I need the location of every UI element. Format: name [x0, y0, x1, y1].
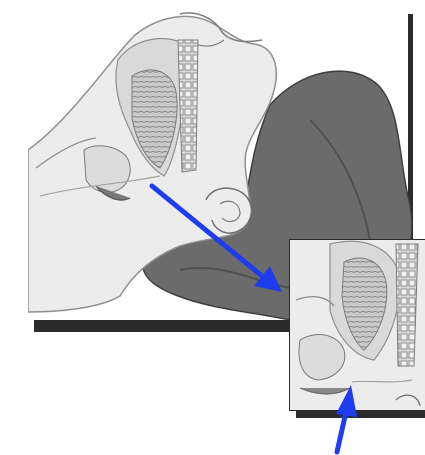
inset-spine [396, 244, 418, 366]
inset-panel [290, 240, 425, 410]
cervical-spine [178, 40, 198, 172]
